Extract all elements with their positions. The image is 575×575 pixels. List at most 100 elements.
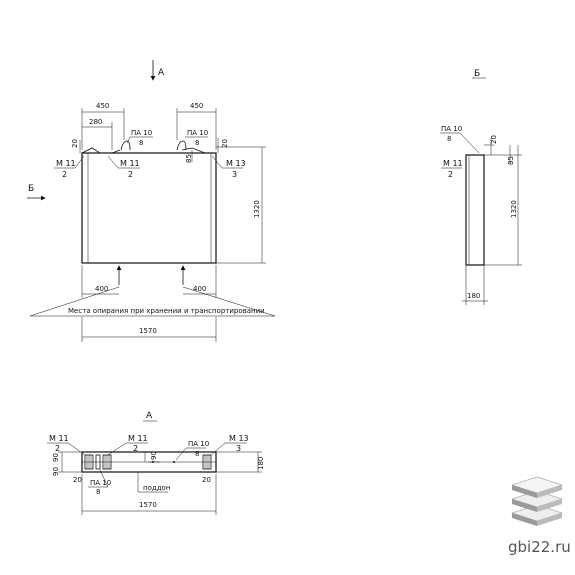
svg-text:1320: 1320 <box>253 200 261 218</box>
front-view: А Б 450 450 <box>27 60 276 342</box>
svg-text:Б: Б <box>28 184 34 194</box>
svg-text:2: 2 <box>448 170 453 179</box>
svg-text:1570: 1570 <box>139 501 157 509</box>
svg-text:3: 3 <box>232 170 237 179</box>
plan-label-m11-left: М 11 2 <box>47 434 86 456</box>
label-m11-outer: М 11 2 <box>54 155 85 179</box>
svg-text:ПА 10: ПА 10 <box>90 479 111 487</box>
side-dimension-20: 20 <box>484 135 498 155</box>
embedded-part-right <box>202 454 212 470</box>
side-label-m11: М 11 2 <box>441 159 463 179</box>
svg-text:8: 8 <box>139 139 143 147</box>
dimension-85: 85 <box>185 150 193 163</box>
dimension-280: 280 <box>82 118 113 150</box>
svg-text:2: 2 <box>133 444 138 453</box>
svg-text:8: 8 <box>96 488 100 496</box>
view-arrow-b: Б <box>27 184 46 201</box>
svg-text:20: 20 <box>73 476 82 484</box>
svg-text:20: 20 <box>202 476 211 484</box>
view-arrow-a: А <box>150 60 165 81</box>
plan-dimension-180: 180 <box>216 451 265 473</box>
embedded-part-mid <box>102 454 112 470</box>
dimension-1570: 1570 <box>81 317 217 342</box>
svg-text:20: 20 <box>490 135 498 144</box>
plan-dimension-1570: 1570 <box>81 484 217 515</box>
svg-text:М 11: М 11 <box>443 159 463 168</box>
svg-text:400: 400 <box>95 285 108 293</box>
svg-text:А: А <box>158 68 165 78</box>
svg-text:ПА 10: ПА 10 <box>187 129 208 137</box>
dimension-450-left: 450 <box>81 102 125 150</box>
side-dimension-85: 85 <box>507 145 515 165</box>
side-dimension-1320: 1320 <box>484 145 522 266</box>
svg-text:2: 2 <box>128 170 133 179</box>
plan-dimension-20-right: 20 <box>202 474 217 484</box>
plan-label-m13: М 13 3 <box>210 434 249 456</box>
dimension-450-right: 450 <box>176 102 217 150</box>
svg-text:85: 85 <box>507 156 515 165</box>
plan-label-m11-mid: М 11 2 <box>107 434 148 456</box>
svg-text:20: 20 <box>71 139 79 148</box>
side-dimension-180: 180 <box>462 266 488 305</box>
label-pa-left: ПА 10 8 <box>126 129 153 147</box>
svg-text:М 11: М 11 <box>56 159 76 168</box>
svg-text:180: 180 <box>257 457 265 470</box>
pallet-label: поддон <box>137 472 170 493</box>
dimension-400-left: 400 <box>81 265 119 298</box>
label-pa-right: ПА 10 8 <box>185 129 208 147</box>
watermark-site: gbi22.ru <box>508 538 571 556</box>
svg-text:ПА 10: ПА 10 <box>188 440 209 448</box>
svg-text:20: 20 <box>221 139 229 148</box>
plan-dimension-20-left: 20 <box>73 474 83 484</box>
svg-text:400: 400 <box>193 285 206 293</box>
svg-text:450: 450 <box>96 102 109 110</box>
svg-text:90: 90 <box>150 451 158 460</box>
plan-view: А М 11 <box>47 411 265 515</box>
side-panel-outline <box>465 154 485 266</box>
plan-label-pa-low: ПА 10 8 <box>88 469 111 496</box>
lifting-loop-right <box>176 140 187 151</box>
svg-text:8: 8 <box>447 135 451 143</box>
svg-text:90: 90 <box>52 453 60 462</box>
dimension-1320: 1320 <box>216 146 266 264</box>
label-m13: М 13 3 <box>211 155 246 179</box>
side-label-pa: ПА 10 8 <box>440 125 480 154</box>
svg-text:2: 2 <box>62 170 67 179</box>
panel-outline <box>81 147 217 264</box>
dimension-400-right: 400 <box>183 265 217 298</box>
plan-label-pa-mid: ПА 10 8 <box>175 440 209 461</box>
svg-text:90: 90 <box>52 467 60 476</box>
support-note: Места опирания при хранении и транспорти… <box>29 286 276 317</box>
dimension-20-right: 20 <box>217 138 229 153</box>
svg-text:8: 8 <box>195 139 199 147</box>
svg-text:2: 2 <box>55 444 60 453</box>
svg-text:ПА 10: ПА 10 <box>131 129 152 137</box>
svg-text:3: 3 <box>236 444 241 453</box>
label-m11-inner: М 11 2 <box>107 155 140 179</box>
embedded-part-left <box>84 454 101 470</box>
svg-text:85: 85 <box>185 154 193 163</box>
svg-text:180: 180 <box>467 292 480 300</box>
svg-text:М 13: М 13 <box>229 434 249 443</box>
svg-text:Места опирания при хранении и: Места опирания при хранении и транспорти… <box>68 307 265 315</box>
plan-dimension-90-left: 90 90 <box>52 451 82 476</box>
svg-text:поддон: поддон <box>143 484 170 492</box>
plan-view-title: А <box>146 411 153 421</box>
svg-text:1570: 1570 <box>139 327 157 335</box>
svg-text:1320: 1320 <box>510 200 518 218</box>
svg-text:450: 450 <box>190 102 203 110</box>
svg-text:ПА 10: ПА 10 <box>441 125 462 133</box>
svg-text:8: 8 <box>195 450 199 458</box>
lifting-loop-left <box>120 140 131 151</box>
svg-text:М 11: М 11 <box>128 434 148 443</box>
side-view: Б ПА 10 8 М 11 2 20 85 1320 <box>440 69 522 305</box>
svg-text:М 13: М 13 <box>226 159 246 168</box>
loop-marks <box>148 461 175 463</box>
svg-text:М 11: М 11 <box>120 159 140 168</box>
dimension-20-left: 20 <box>71 139 81 153</box>
svg-text:М 11: М 11 <box>49 434 69 443</box>
plan-dimension-90-mid: 90 <box>144 451 158 462</box>
side-view-title: Б <box>474 69 480 79</box>
